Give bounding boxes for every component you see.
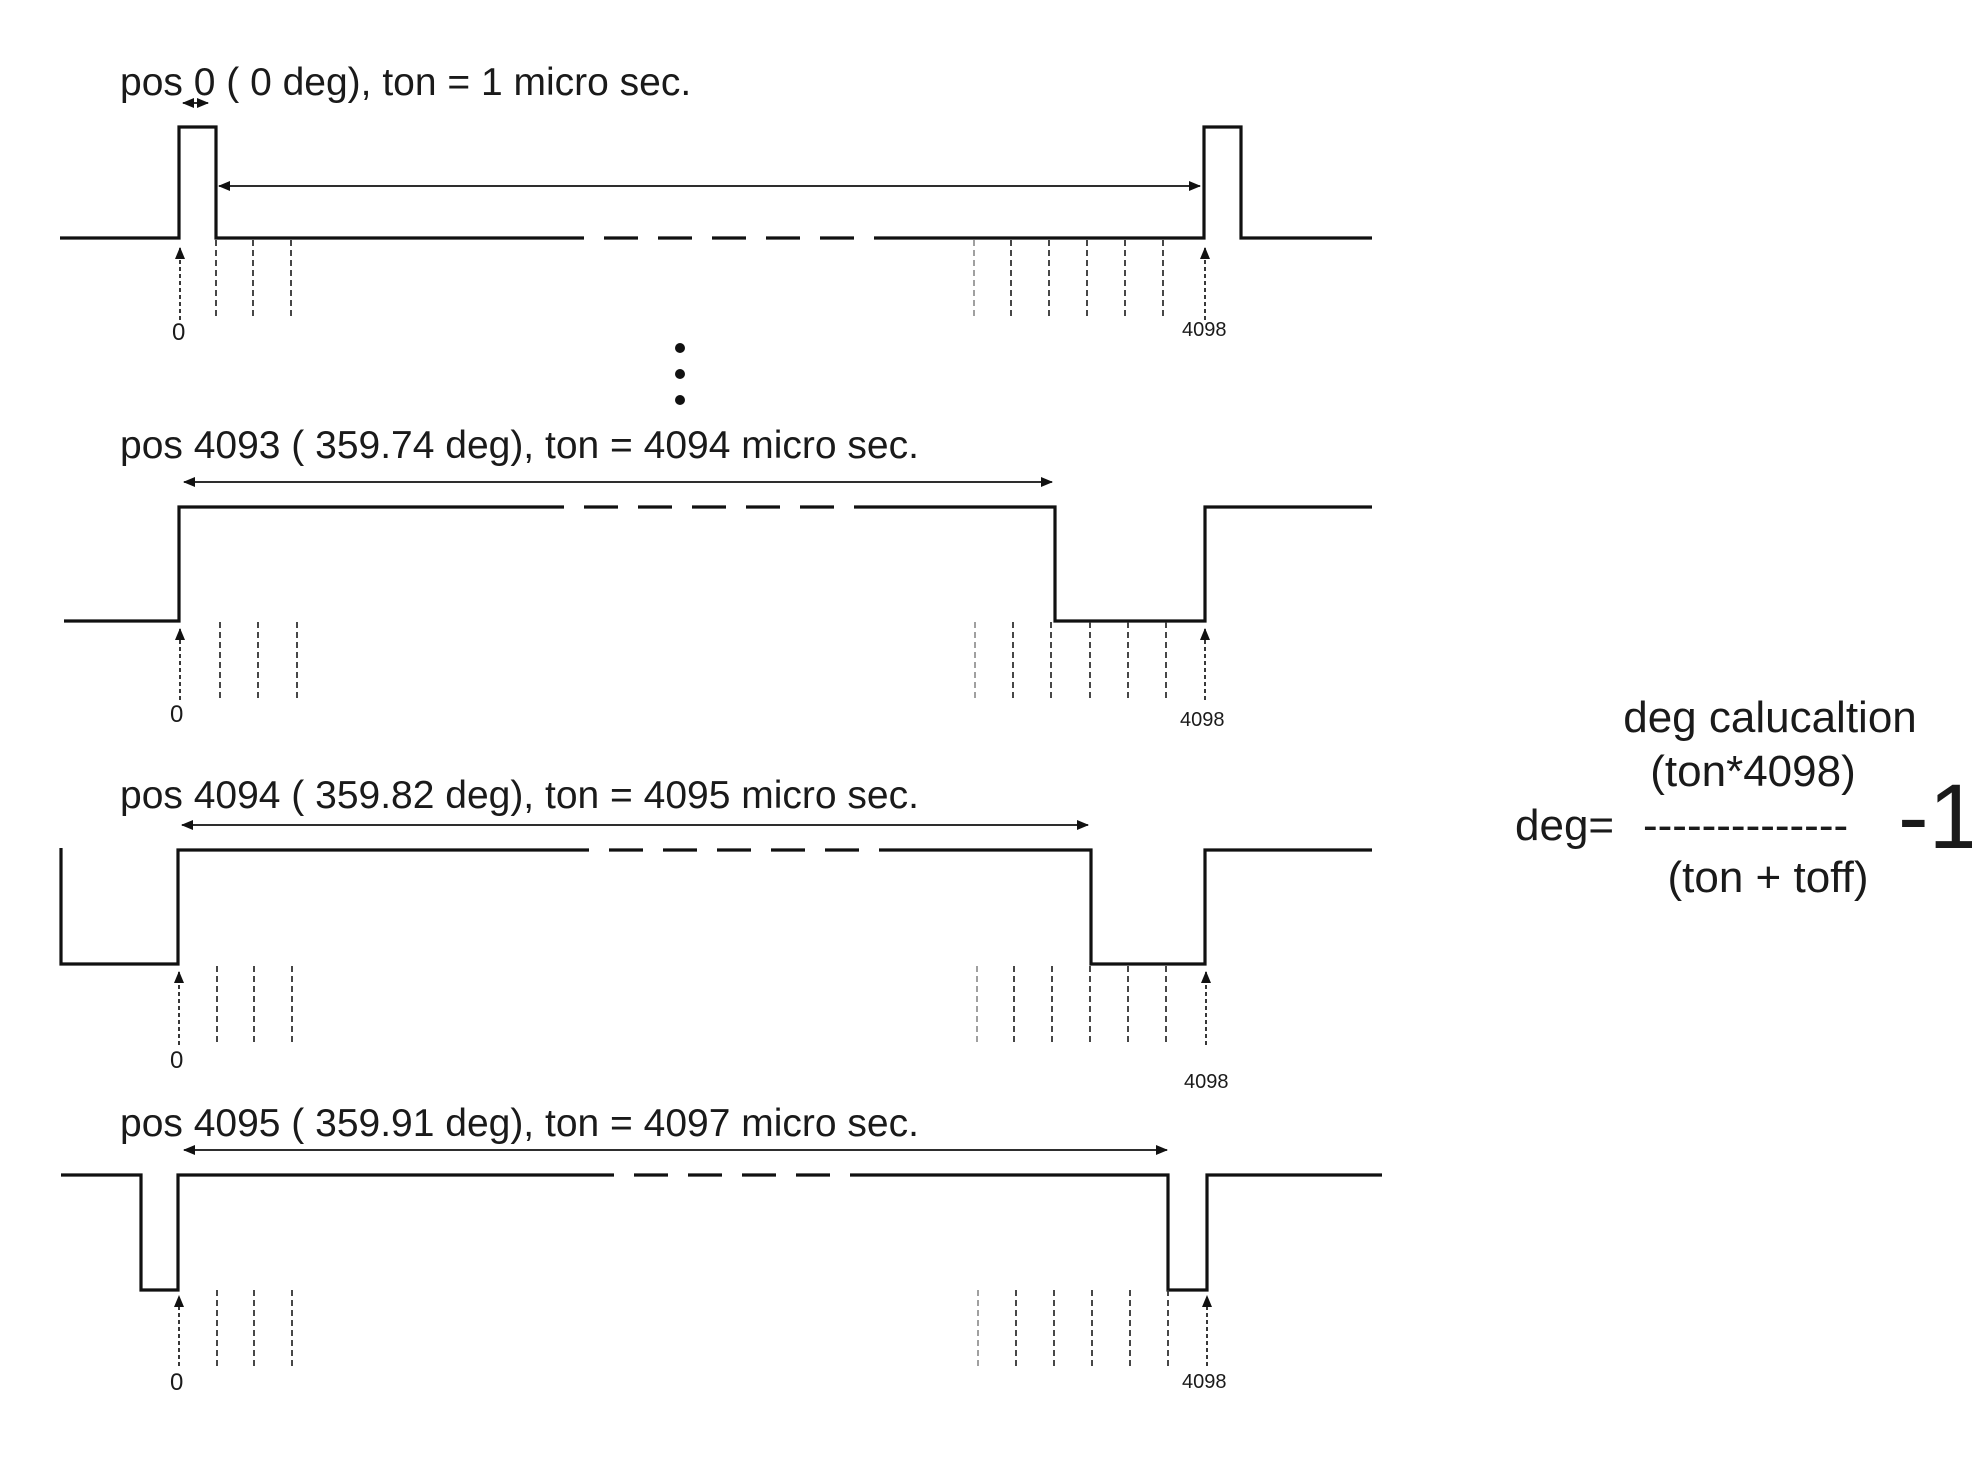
end-label: 4098 xyxy=(1182,1371,1227,1393)
signal-waveform xyxy=(60,125,550,240)
tick-marks xyxy=(216,966,1167,1042)
panel-caption: pos 0 ( 0 deg), ton = 1 micro sec. xyxy=(120,61,691,104)
end-label: 4098 xyxy=(1184,1071,1229,1093)
start-label: 0 xyxy=(172,319,185,346)
signal-waveform xyxy=(885,848,1372,966)
signal-waveform xyxy=(870,505,1372,623)
formula-numerator: (ton*4098) xyxy=(1650,747,1855,796)
formula-title: deg calucaltion xyxy=(1623,693,1917,742)
signal-waveform xyxy=(61,1173,580,1292)
formula-lhs: deg= xyxy=(1515,801,1614,850)
ellipsis-dots xyxy=(675,343,685,405)
end-label: 4098 xyxy=(1182,319,1227,341)
panel-caption: pos 4093 ( 359.74 deg), ton = 4094 micro… xyxy=(120,424,919,467)
formula-fraction-bar: -------------- xyxy=(1643,801,1848,850)
panel-caption: pos 4094 ( 359.82 deg), ton = 4095 micro… xyxy=(120,774,919,817)
signal-waveform xyxy=(880,1173,1382,1292)
tick-marks xyxy=(219,622,1167,698)
formula-denominator: (ton + toff) xyxy=(1668,853,1869,902)
panel-pos-4094: pos 4094 ( 359.82 deg), ton = 4095 micro… xyxy=(59,774,1372,1093)
formula-offset: -1 xyxy=(1898,766,1972,868)
tick-marks xyxy=(215,240,1164,318)
signal-waveform xyxy=(900,125,1372,240)
panel-pos-0: pos 0 ( 0 deg), ton = 1 micro sec. 0 409… xyxy=(60,61,1372,346)
panel-caption: pos 4095 ( 359.91 deg), ton = 4097 micro… xyxy=(120,1102,919,1145)
panel-pos-4095: pos 4095 ( 359.91 deg), ton = 4097 micro… xyxy=(61,1102,1382,1396)
signal-waveform xyxy=(59,848,555,966)
start-label: 0 xyxy=(170,1047,183,1074)
degree-formula: deg calucaltion (ton*4098) deg= --------… xyxy=(1515,693,1972,902)
start-label: 0 xyxy=(170,701,183,728)
tick-marks xyxy=(216,1290,1169,1366)
start-label: 0 xyxy=(170,1369,183,1396)
end-label: 4098 xyxy=(1180,709,1225,731)
panel-pos-4093: pos 4093 ( 359.74 deg), ton = 4094 micro… xyxy=(64,424,1372,731)
signal-waveform xyxy=(64,505,530,623)
